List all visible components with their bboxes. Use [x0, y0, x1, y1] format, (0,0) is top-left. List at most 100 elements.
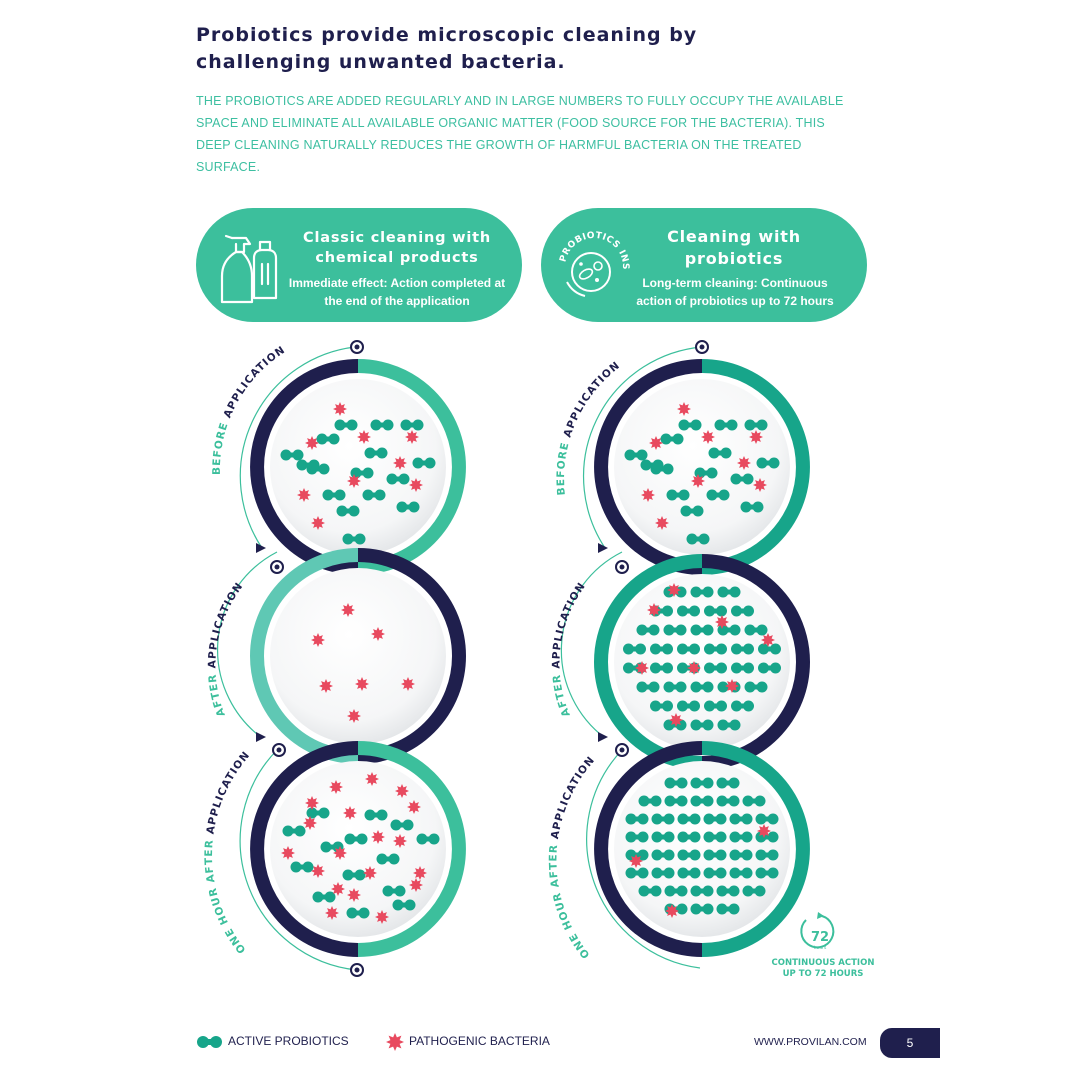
probiotic-cell — [729, 831, 753, 843]
website-url[interactable]: WWW.PROVILAN.COM — [754, 1036, 867, 1048]
probiotic-cell — [703, 849, 727, 861]
bacteria-cell — [635, 661, 649, 675]
probiotic-cell — [706, 489, 730, 501]
probiotic-cell — [690, 586, 714, 598]
probiotic-cell — [731, 662, 754, 674]
bacteria-cell — [715, 615, 729, 629]
probiotic-cell — [677, 700, 700, 712]
probiotic-cell — [400, 419, 424, 431]
probiotic-cell — [382, 885, 406, 897]
bacteria-cell — [409, 878, 423, 892]
probiotic-cell — [416, 833, 440, 845]
bacteria-cell — [647, 603, 661, 617]
arrow-icon — [256, 543, 266, 553]
probiotic-cell — [677, 831, 701, 843]
arrow-icon — [256, 732, 266, 742]
probiotic-cell — [663, 681, 687, 693]
probiotic-cell — [729, 867, 753, 879]
probiotic-cell — [664, 885, 688, 897]
probiotic-cell — [392, 899, 416, 911]
bacteria-cell — [303, 816, 317, 830]
probiotic-cell — [296, 459, 320, 471]
guide-arc — [560, 551, 623, 739]
probiotic-cell — [650, 662, 673, 674]
probiotic-cell — [636, 681, 660, 693]
probiotic-cell — [755, 849, 779, 861]
probiotic-cell — [703, 867, 727, 879]
bacteria-cell — [629, 854, 643, 868]
probiotic-cell — [342, 533, 366, 545]
left-dish-after — [250, 548, 466, 764]
probiotic-cell — [716, 903, 740, 915]
bacteria-cell — [325, 906, 339, 920]
bacteria-cell — [393, 456, 407, 470]
probiotic-cell — [342, 869, 366, 881]
probiotic-cell — [677, 643, 700, 655]
probiotic-cell — [290, 861, 314, 873]
arrow-icon — [598, 543, 608, 553]
bacteria-cell — [757, 824, 771, 838]
bacteria-cell — [677, 402, 691, 416]
probiotic-cell — [344, 833, 368, 845]
bacteria-cell — [405, 430, 419, 444]
probiotic-cell — [660, 433, 684, 445]
probiotic-cell — [703, 831, 727, 843]
probiotic-cell — [376, 853, 400, 865]
probiotic-cell — [756, 457, 780, 469]
probiotic-cell — [322, 489, 346, 501]
probiotic-cell — [690, 885, 714, 897]
bacteria-cell — [375, 910, 389, 924]
bacteria-cell — [753, 478, 767, 492]
probiotic-cell — [640, 459, 664, 471]
probiotic-cell — [651, 867, 675, 879]
probiotic-cell — [729, 813, 753, 825]
stage-label-one-hour-right: ONE HOUR AFTERAPPLICATION — [547, 754, 597, 961]
probiotic-cell — [690, 903, 714, 915]
probiotic-cell — [651, 813, 675, 825]
probiotic-cell — [390, 819, 414, 831]
probiotic-cell — [755, 813, 779, 825]
probiotic-cell — [664, 795, 688, 807]
probiotic-cell — [364, 809, 388, 821]
probiotic-cell — [334, 419, 358, 431]
spray-bottles-icon — [220, 234, 278, 304]
probiotic-cell — [362, 489, 386, 501]
bacteria-cell — [297, 488, 311, 502]
bacteria-cell — [311, 633, 325, 647]
probiotic-cell — [690, 719, 714, 731]
stage-label-one-hour-left: ONE HOUR AFTERAPPLICATION — [203, 749, 253, 956]
bacteria-cell — [333, 402, 347, 416]
continuous-action-caption: CONTINUOUS ACTION UP TO 72 HOURS — [760, 958, 886, 980]
probiotic-cell — [704, 662, 727, 674]
probiotic-cell — [625, 831, 649, 843]
probiotics-inside-icon: PROBIOTICS INSIDE — [553, 222, 630, 297]
probiotic-cell — [306, 807, 330, 819]
probiotic-cell — [729, 849, 753, 861]
probiotic-cell — [690, 681, 714, 693]
probiotic-cell — [280, 449, 304, 461]
probiotic-cleaning-subtitle: Long-term cleaning: Continuous action of… — [636, 276, 834, 308]
probiotic-cell — [678, 419, 702, 431]
probiotic-cell — [346, 907, 370, 919]
guide-arc — [586, 749, 701, 969]
probiotic-cell — [638, 885, 662, 897]
bacteria-cell — [305, 796, 319, 810]
bacteria-cell — [319, 679, 333, 693]
arrow-icon — [598, 732, 608, 742]
probiotic-cell — [650, 700, 673, 712]
probiotic-cell — [755, 867, 779, 879]
bacteria-cell — [761, 633, 775, 647]
probiotic-cell — [703, 813, 727, 825]
bacteria-cell — [691, 474, 705, 488]
bacteria-cell — [655, 516, 669, 530]
bacteria-cell — [725, 679, 739, 693]
probiotic-cell — [625, 867, 649, 879]
bacteria-cell — [371, 627, 385, 641]
bacteria-cell — [343, 806, 357, 820]
bacteria-cell — [281, 846, 295, 860]
stage-label-after-right: AFTERAPPLICATION — [550, 580, 588, 718]
bacteria-cell — [331, 882, 345, 896]
bacteria-cell — [701, 430, 715, 444]
probiotic-cell — [370, 419, 394, 431]
probiotic-cleaning-title: Cleaning with probiotics — [667, 227, 801, 268]
